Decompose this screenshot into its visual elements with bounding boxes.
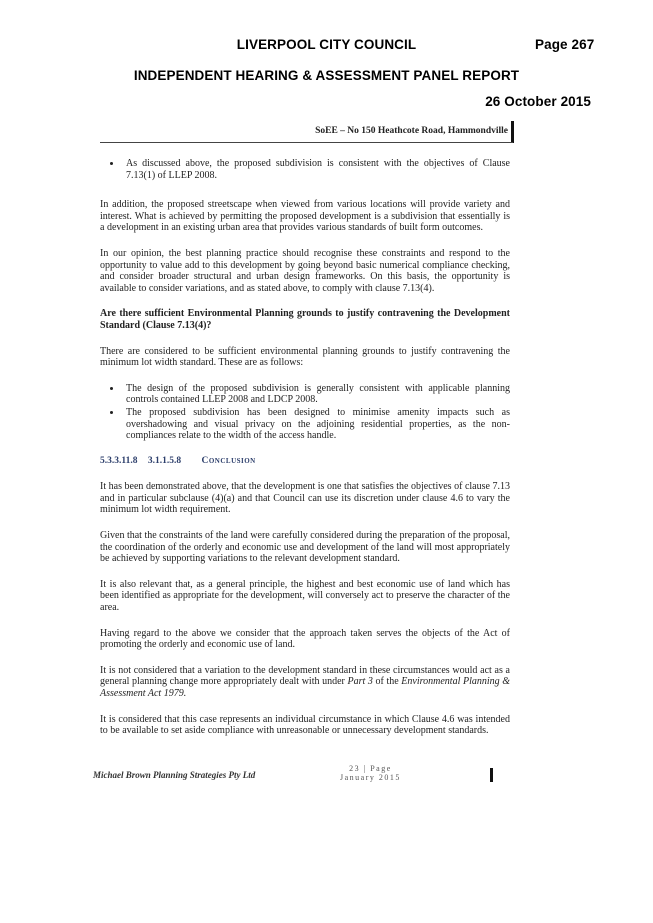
paragraph: In addition, the proposed streetscape wh… [100, 199, 510, 234]
report-title: INDEPENDENT HEARING & ASSESSMENT PANEL R… [133, 68, 520, 83]
paragraph: Having regard to the above we consider t… [100, 627, 510, 651]
section-heading: 5.3.3.11.8 3.1.1.5.8 Conclusion [100, 456, 510, 468]
footer-bar [490, 768, 493, 782]
footer-month: January 2015 [340, 773, 401, 782]
paragraph: It is considered that this case represen… [100, 713, 510, 737]
section-title: Conclusion [201, 455, 256, 466]
text-run: It is not considered that a variation to… [100, 664, 510, 688]
paragraph: There are considered to be sufficient en… [100, 345, 510, 369]
text-run: of the [372, 676, 402, 688]
footer-page-info: 23 | Page January 2015 [340, 764, 401, 782]
header-rule [100, 142, 513, 143]
paragraph: In our opinion, the best planning practi… [100, 247, 510, 294]
report-date: 26 October 2015 [485, 94, 591, 109]
list-item: As discussed above, the proposed subdivi… [122, 158, 510, 181]
document-reference: SoEE – No 150 Heathcote Road, Hammondvil… [315, 126, 508, 136]
bullet-list: As discussed above, the proposed subdivi… [100, 158, 510, 181]
paragraph: It is not considered that a variation to… [100, 665, 510, 700]
text-run-italic: Environmental Planning & Assessment Act … [100, 676, 511, 699]
paragraph: It is also relevant that, as a general p… [100, 578, 510, 614]
header-bar [511, 121, 514, 143]
text-run-italic: Part 3 [347, 676, 373, 688]
footer-page: 23 | Page [349, 764, 392, 773]
page-number: Page 267 [535, 37, 595, 52]
section-number: 3.1.1.5.8 [147, 455, 182, 466]
page-body: As discussed above, the proposed subdivi… [100, 158, 510, 751]
paragraph: It has been demonstrated above, that the… [100, 481, 510, 516]
section-number: 5.3.3.11.8 [100, 455, 138, 466]
footer-company: Michael Brown Planning Strategies Pty Lt… [93, 770, 256, 780]
paragraph: Given that the constraints of the land w… [100, 530, 510, 565]
bullet-list: The design of the proposed subdivision i… [100, 383, 510, 442]
list-item: The proposed subdivision has been design… [122, 407, 510, 442]
council-name: LIVERPOOL CITY COUNCIL [236, 37, 417, 52]
section-question: Are there sufficient Environmental Plann… [100, 308, 510, 331]
list-item: The design of the proposed subdivision i… [122, 383, 510, 406]
